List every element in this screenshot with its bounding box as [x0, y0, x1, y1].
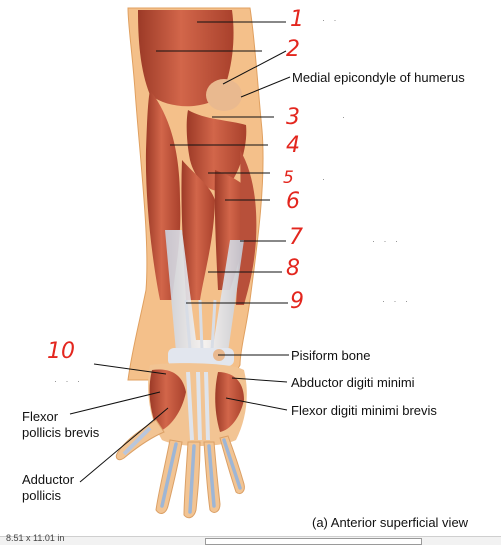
figure-caption: (a) Anterior superficial view: [312, 515, 469, 530]
fingers: [155, 435, 245, 519]
label-medial-epicondyle: Medial epicondyle of humerus: [292, 70, 465, 85]
handwritten-number-3: 3: [286, 105, 300, 130]
tendons-forearm: [165, 230, 244, 352]
muscle-pronator-teres: [186, 110, 247, 191]
handwritten-number-10: 10: [47, 339, 75, 364]
muscle-upper-arm: [138, 10, 234, 107]
handwritten-number-5: 5: [283, 168, 294, 188]
label-adductor-pollicis-line2: pollicis: [22, 488, 62, 503]
label-abductor-digiti-minimi: Abductor digiti minimi: [291, 375, 415, 390]
muscle-flexor-carpi-ulnaris: [236, 150, 257, 305]
medial-epicondyle: [206, 79, 242, 111]
label-pisiform-bone: Pisiform bone: [291, 348, 371, 363]
handwritten-number-7: 7: [289, 225, 303, 250]
handwritten-number-6: 6: [286, 189, 300, 214]
handwritten-number-4: 4: [286, 133, 300, 158]
label-flexor-digiti-minimi-brevis: Flexor digiti minimi brevis: [291, 403, 437, 418]
muscle-flexor-carpi-radialis: [181, 160, 215, 300]
label-flexor-pollicis-brevis-line2: pollicis brevis: [22, 425, 100, 440]
label-flexor-pollicis-brevis-line1: Flexor: [22, 409, 59, 424]
page-size-text: 8.51 x 11.01 in: [6, 533, 65, 543]
handwritten-number-8: 8: [286, 256, 300, 281]
handwritten-number-1: 1: [290, 7, 304, 32]
handwritten-number-2: 2: [286, 37, 300, 62]
leader-lines: [69, 21, 291, 483]
label-adductor-pollicis-line1: Adductor: [22, 472, 75, 487]
handwritten-number-9: 9: [290, 289, 304, 314]
hypothenar-muscles: [215, 372, 244, 432]
